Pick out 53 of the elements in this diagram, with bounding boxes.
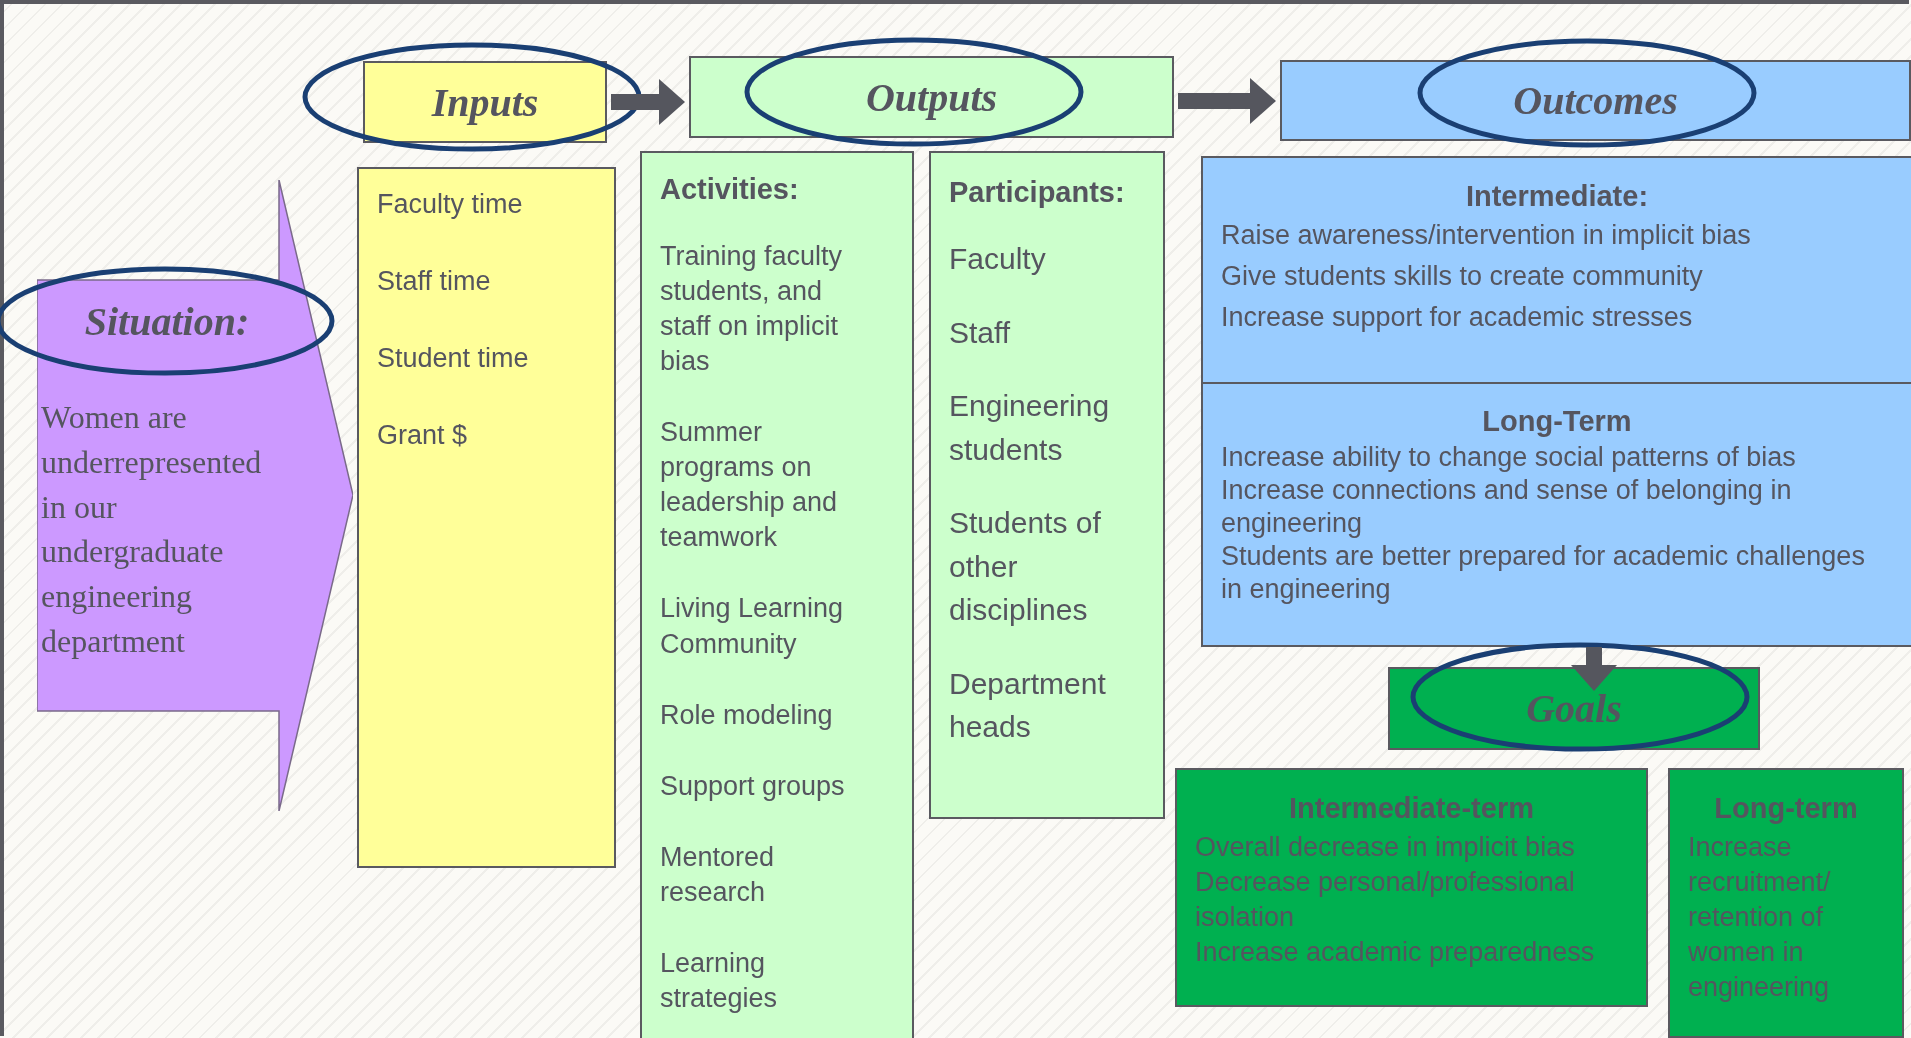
heading: Long-Term — [1481, 404, 1633, 439]
list-item: Student time — [377, 342, 530, 376]
content-box — [1668, 768, 1904, 1038]
heading: Outputs — [865, 73, 998, 121]
list-item: Increase ability to change social patterns of bias — [1221, 441, 1797, 475]
list-item: Department heads — [949, 665, 1107, 746]
list-item: Raise awareness/intervention in implicit bias — [1221, 218, 1752, 252]
list-item: Engineering students — [949, 388, 1111, 468]
list-item: Students of other disciplines — [949, 505, 1102, 629]
content-box — [1175, 768, 1648, 1007]
arrow — [1178, 78, 1276, 124]
list-item: Overall decrease in implicit bias — [1195, 830, 1576, 864]
situation-arrow — [37, 180, 353, 811]
list-item: Role modeling — [660, 698, 834, 732]
list-item: Give students skills to create community — [1221, 259, 1704, 293]
content-box — [357, 167, 616, 868]
heading: Situation: — [83, 298, 251, 345]
list-item: Faculty — [949, 241, 1047, 278]
list-item: Increase connections and sense of belonging in engineering — [1221, 474, 1793, 541]
heading: Long-term — [1713, 791, 1859, 826]
content-box — [640, 151, 914, 1038]
list-item: Support groups — [660, 769, 846, 803]
heading: Activities: — [660, 172, 800, 207]
list-item: Faculty time — [377, 188, 524, 221]
list-item: Living Learning Community — [660, 592, 845, 661]
content-box — [1201, 382, 1911, 647]
heading: Goals — [1526, 685, 1622, 732]
heading: Inputs — [431, 78, 539, 126]
list-item: Learning strategies — [660, 947, 779, 1016]
list-item: Staff time — [377, 265, 492, 299]
list-item: Increase support for academic stresses — [1221, 300, 1694, 334]
header-box — [689, 56, 1174, 138]
list-item: Grant $ — [377, 419, 469, 453]
heading: Outcomes — [1513, 77, 1678, 124]
content-box — [929, 151, 1165, 819]
header-box — [1388, 667, 1760, 750]
list-item: Increase academic preparedness — [1195, 935, 1596, 969]
header-box — [1280, 60, 1911, 141]
list-item: Training faculty students, and staff on implicit bias — [660, 239, 844, 378]
situation-text: Women are underrepresented in our undergraduate engineering department — [41, 398, 263, 661]
header-box — [363, 61, 607, 143]
heading: Intermediate-term — [1288, 791, 1535, 826]
list-item: Increase recruitment/ retention of women in engineering — [1688, 830, 1832, 1005]
heading: Intermediate: — [1464, 179, 1650, 214]
content-box — [1201, 156, 1911, 384]
list-item: Students are better prepared for academic challenges in engineering — [1221, 540, 1866, 607]
arrow — [1571, 647, 1617, 691]
list-item: Mentored research — [660, 840, 776, 909]
heading: Participants: — [949, 175, 1126, 210]
list-item: Staff — [949, 314, 1012, 351]
list-item: Decrease personal/professional isolation — [1195, 865, 1576, 934]
arrow — [611, 79, 685, 125]
list-item: Summer programs on leadership and teamwork — [660, 416, 839, 555]
